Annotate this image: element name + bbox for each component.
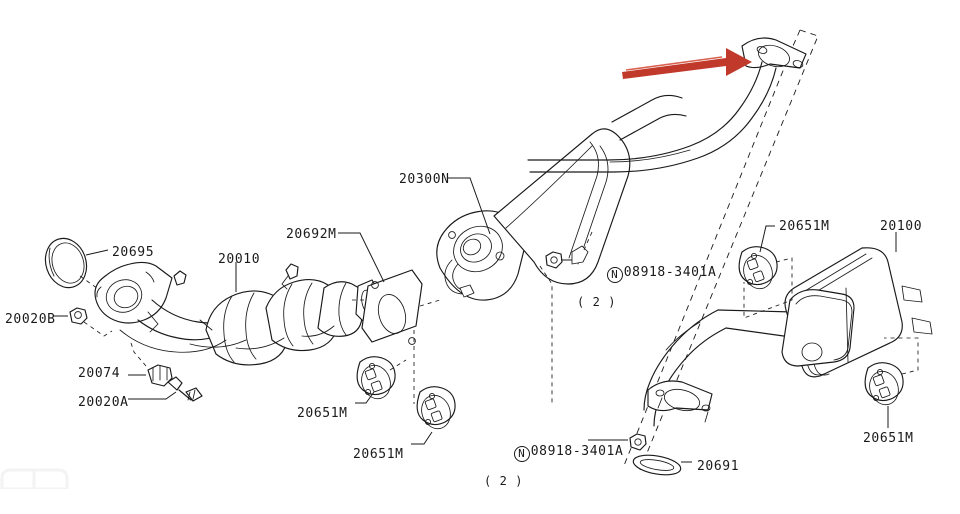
part-label-20010: 20010 [218, 252, 261, 267]
hardware-quantity: ( 2 ) [577, 295, 617, 309]
hardware-part-number: 08918-3401A [530, 444, 624, 459]
part-label-20651M-2: 20651M [353, 447, 404, 462]
part-label-20074: 20074 [78, 366, 121, 381]
part-label-20695: 20695 [112, 245, 155, 260]
rear-assembly-dashed-boundary [622, 29, 819, 471]
rear-exhaust-pipe [527, 37, 835, 427]
part-20651M-1 [356, 356, 396, 400]
leader-20651M-2 [411, 431, 433, 445]
assembly-dash-20651M-1 [389, 359, 407, 371]
leader-20651M-1 [355, 391, 375, 404]
assembly-dash-20695 [79, 275, 109, 297]
diagram-canvas: .ln{fill:none;stroke:#1a1a1a;stroke-widt… [0, 29, 933, 489]
leader-20692M [338, 232, 385, 283]
n-badge-icon: N [606, 267, 623, 283]
part-20691-gasket [632, 454, 682, 476]
part-20074-spacer [147, 364, 173, 387]
part-label-20300N: 20300N [399, 172, 450, 187]
part-label-20651M-1: 20651M [297, 406, 348, 421]
leader-20020A [128, 391, 177, 400]
n-badge-icon: N [513, 446, 530, 462]
parts-line-art: .ln{fill:none;stroke:#1a1a1a;stroke-widt… [0, 29, 933, 489]
hardware-nut-bottom [629, 433, 647, 451]
leader-20651M-3 [759, 225, 775, 253]
part-label-20691: 20691 [697, 459, 740, 474]
hardware-part-number: 08918-3401A [623, 265, 717, 280]
part-20651M-3 [738, 246, 778, 290]
assembly-dash-20651M-4 [884, 337, 919, 375]
part-20692M-gasket [361, 269, 423, 345]
part-20100-rear-muffler [781, 247, 933, 378]
part-20300N-center-muffler [436, 94, 687, 301]
part-20020B-nut [69, 307, 88, 325]
assembly-dash-20020B [83, 321, 113, 337]
part-20651M-2 [416, 386, 456, 430]
part-20651M-4 [864, 362, 904, 406]
corner-watermark-shape [0, 468, 69, 489]
assembly-dash-20300N-nut [583, 231, 593, 251]
leader-20695 [85, 249, 109, 256]
assembly-dash-20651M-3 [743, 257, 793, 319]
hardware-quantity: ( 2 ) [484, 474, 524, 488]
part-label-20020A: 20020A [78, 395, 129, 410]
part-20020A-bolt [167, 376, 203, 402]
part-label-20651M-4: 20651M [863, 431, 914, 446]
part-label-20100: 20100 [880, 219, 923, 234]
part-label-20692M: 20692M [286, 227, 337, 242]
leader-20300N [448, 177, 491, 235]
assembly-dash-20692M-right [419, 299, 441, 307]
assembly-dash-20074 [129, 339, 147, 367]
assembly-dash-20300N-down [539, 265, 553, 404]
part-label-20020B: 20020B [5, 312, 56, 327]
part-20695-gasket [44, 237, 88, 289]
hardware-nut-top [545, 251, 563, 269]
red-highlight-arrow [622, 48, 752, 79]
part-label-20651M-3: 20651M [779, 219, 830, 234]
